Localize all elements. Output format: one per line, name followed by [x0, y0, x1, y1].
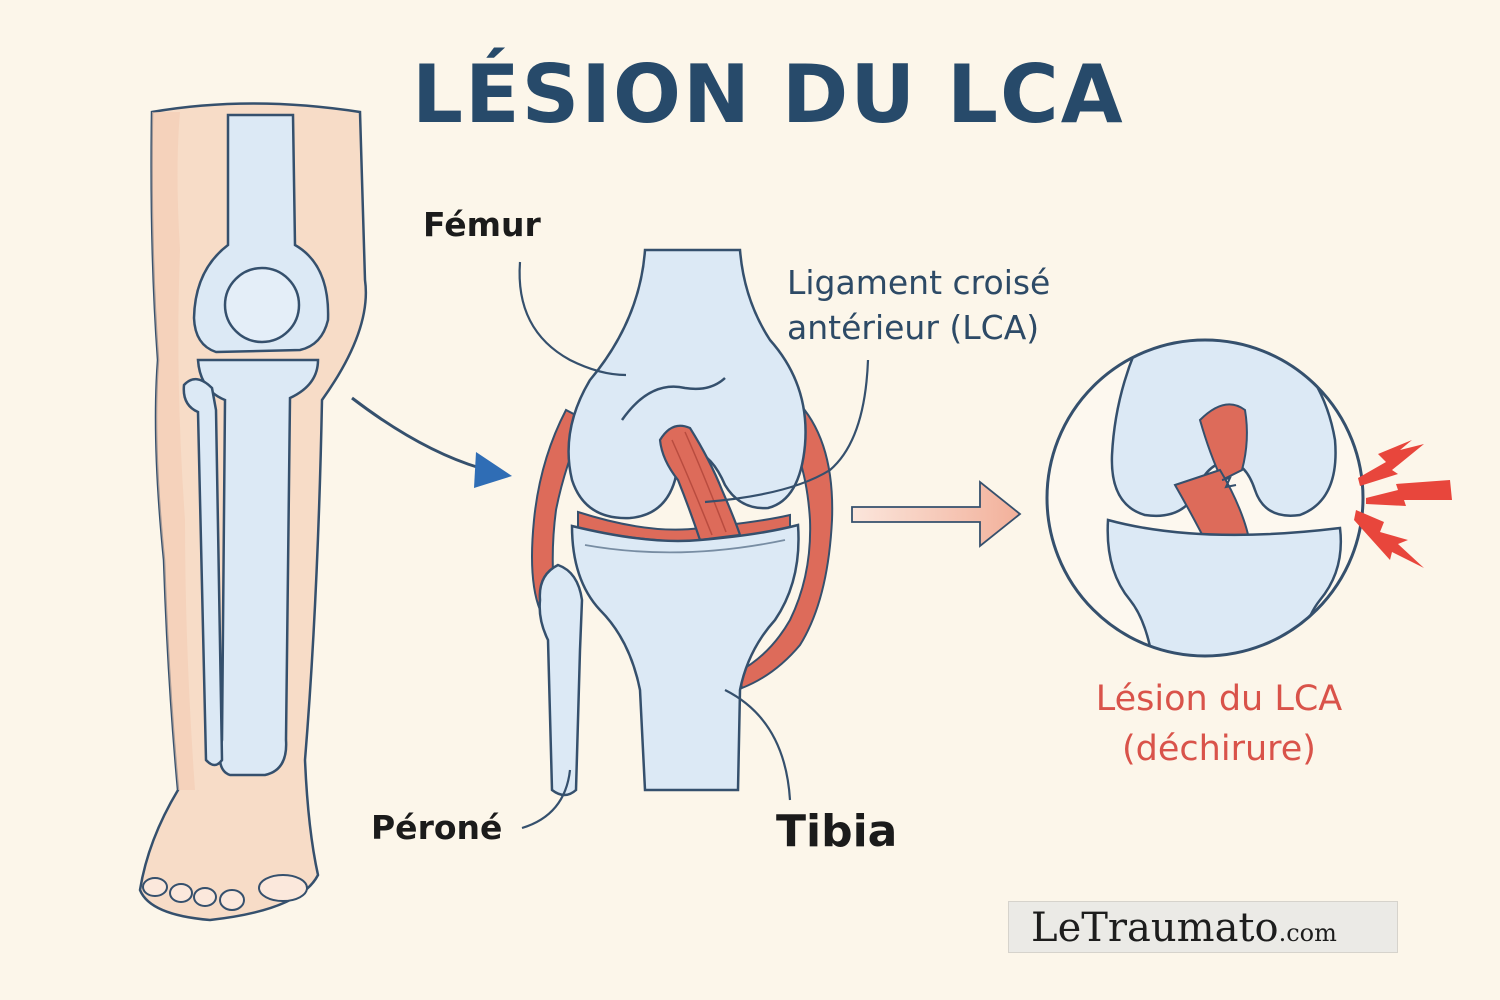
logo-suffix-text: .com	[1279, 919, 1337, 947]
pain-bolt-middle	[1366, 480, 1452, 506]
pain-bolt-bottom	[1354, 510, 1424, 568]
label-femur: Fémur	[423, 205, 541, 244]
label-injury: Lésion du LCA (déchirure)	[1066, 674, 1372, 774]
arrow-to-knee-head	[474, 452, 512, 488]
label-perone: Péroné	[371, 808, 502, 847]
label-injury-line1: Lésion du LCA	[1066, 674, 1372, 724]
label-acl-line2: antérieur (LCA)	[787, 305, 1050, 350]
page-title: LÉSION DU LCA	[412, 48, 1125, 141]
label-acl: Ligament croisé antérieur (LCA)	[787, 260, 1050, 350]
injury-inset	[1047, 340, 1363, 680]
pain-bolt-top	[1358, 440, 1424, 486]
leg-illustration	[140, 104, 366, 921]
leg-patella	[225, 268, 299, 342]
label-acl-line1: Ligament croisé	[787, 260, 1050, 305]
arrow-to-knee	[352, 398, 480, 468]
logo-main-text: LeTraumato	[1031, 902, 1279, 954]
label-injury-line2: (déchirure)	[1066, 724, 1372, 774]
label-tibia: Tibia	[776, 806, 897, 857]
letraumato-logo: LeTraumato .com	[1008, 901, 1398, 953]
knee-fibula	[540, 565, 582, 795]
arrow-to-injury	[852, 482, 1020, 546]
pain-bolts	[1354, 440, 1452, 568]
